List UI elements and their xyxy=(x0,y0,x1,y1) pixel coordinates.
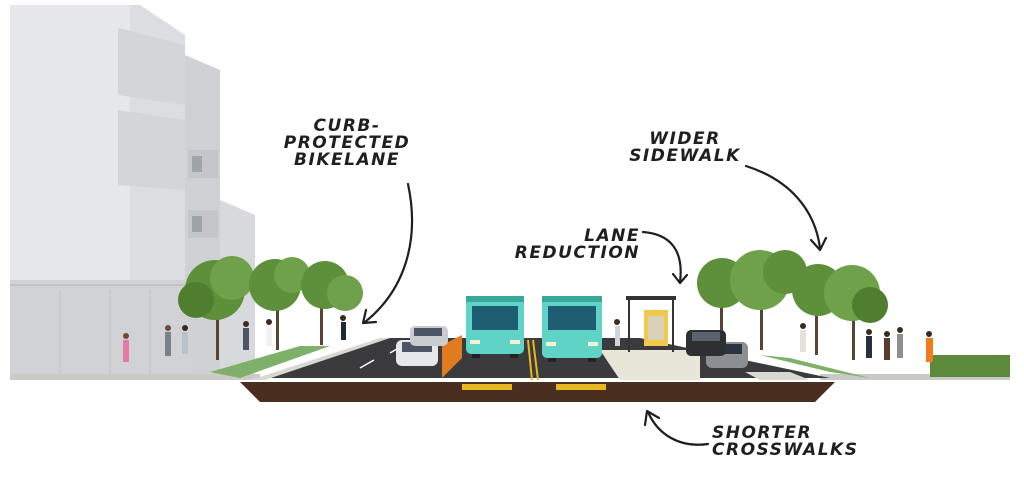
arrowhead-crosswalks xyxy=(643,409,661,427)
label-line: SIDEWALK xyxy=(629,146,741,166)
arrow-sidewalk xyxy=(744,164,822,250)
trees-left xyxy=(178,256,363,360)
arrow-crosswalks xyxy=(646,410,710,446)
pedestrians xyxy=(123,315,933,362)
label-line: PROTECTED xyxy=(283,133,411,153)
arrow-lane-reduction xyxy=(641,230,682,284)
label-line: BIKELANE xyxy=(294,150,400,170)
bus-left xyxy=(466,296,524,358)
building xyxy=(10,5,255,375)
cars xyxy=(396,326,748,368)
label-line: WIDER xyxy=(649,129,721,149)
arrowhead-sidewalk xyxy=(809,236,828,252)
shorter-crosswalks-label: SHORTER CROSSWALKS xyxy=(712,425,872,459)
lane-reduction-label: LANE REDUCTION xyxy=(505,228,640,262)
label-line: SHORTER xyxy=(712,423,813,443)
trees-right xyxy=(697,250,888,360)
arrowhead-lane-reduction xyxy=(671,272,689,285)
arrowhead-bikelane xyxy=(361,308,378,325)
label-line: CROSSWALKS xyxy=(712,440,859,460)
wider-sidewalk-label: WIDER SIDEWALK xyxy=(620,131,750,165)
label-line: CURB- xyxy=(313,116,381,136)
annotation-arrows xyxy=(361,164,828,446)
arrow-bikelane xyxy=(363,182,414,324)
ground-section xyxy=(10,346,1010,402)
bus-shelter xyxy=(626,296,676,352)
label-line: REDUCTION xyxy=(514,243,640,263)
curb-protected-bikelane-label: CURB- PROTECTED BIKELANE xyxy=(272,118,422,169)
label-line: LANE xyxy=(584,226,640,246)
bus-right xyxy=(542,296,602,362)
